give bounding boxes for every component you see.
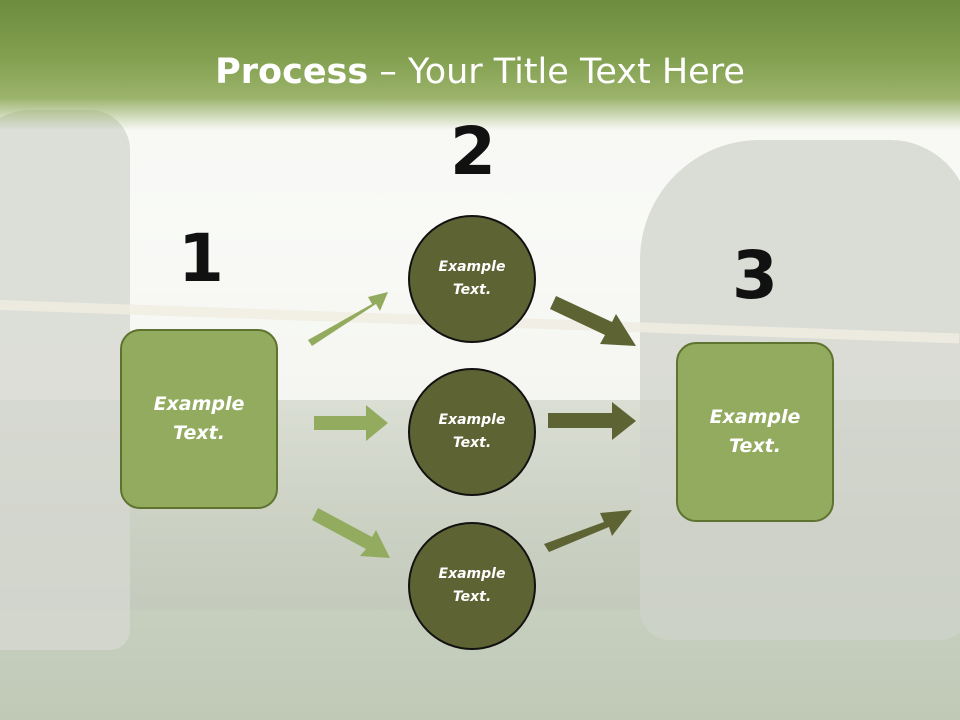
- step-number-1: 1: [178, 220, 224, 297]
- title-band: [0, 0, 960, 130]
- arrow-from-bottom-circle: [544, 510, 632, 552]
- step-box-3: Example Text.: [676, 342, 834, 522]
- circle-bottom: Example Text.: [408, 522, 536, 650]
- arrow-to-middle-circle: [314, 405, 388, 441]
- circle-middle-label: Example Text.: [438, 412, 506, 451]
- arrow-to-top-circle: [308, 292, 388, 346]
- arrow-from-middle-circle: [548, 402, 636, 440]
- circle-middle: Example Text.: [408, 368, 536, 496]
- step-box-1: Example Text.: [120, 329, 278, 509]
- person-left: [0, 110, 130, 650]
- slide-title: Process – Your Title Text Here: [0, 52, 960, 92]
- step-number-2: 2: [450, 113, 496, 190]
- arrow-from-top-circle: [550, 296, 636, 346]
- arrow-to-bottom-circle: [312, 508, 390, 558]
- circle-top: Example Text.: [408, 215, 536, 343]
- title-bold: Process: [215, 52, 369, 92]
- step-box-1-label: Example Text.: [153, 393, 245, 444]
- circle-bottom-label: Example Text.: [438, 566, 506, 605]
- circle-top-label: Example Text.: [438, 259, 506, 298]
- step-box-3-label: Example Text.: [709, 406, 801, 457]
- step-number-3: 3: [732, 237, 778, 314]
- title-rest: – Your Title Text Here: [368, 52, 745, 92]
